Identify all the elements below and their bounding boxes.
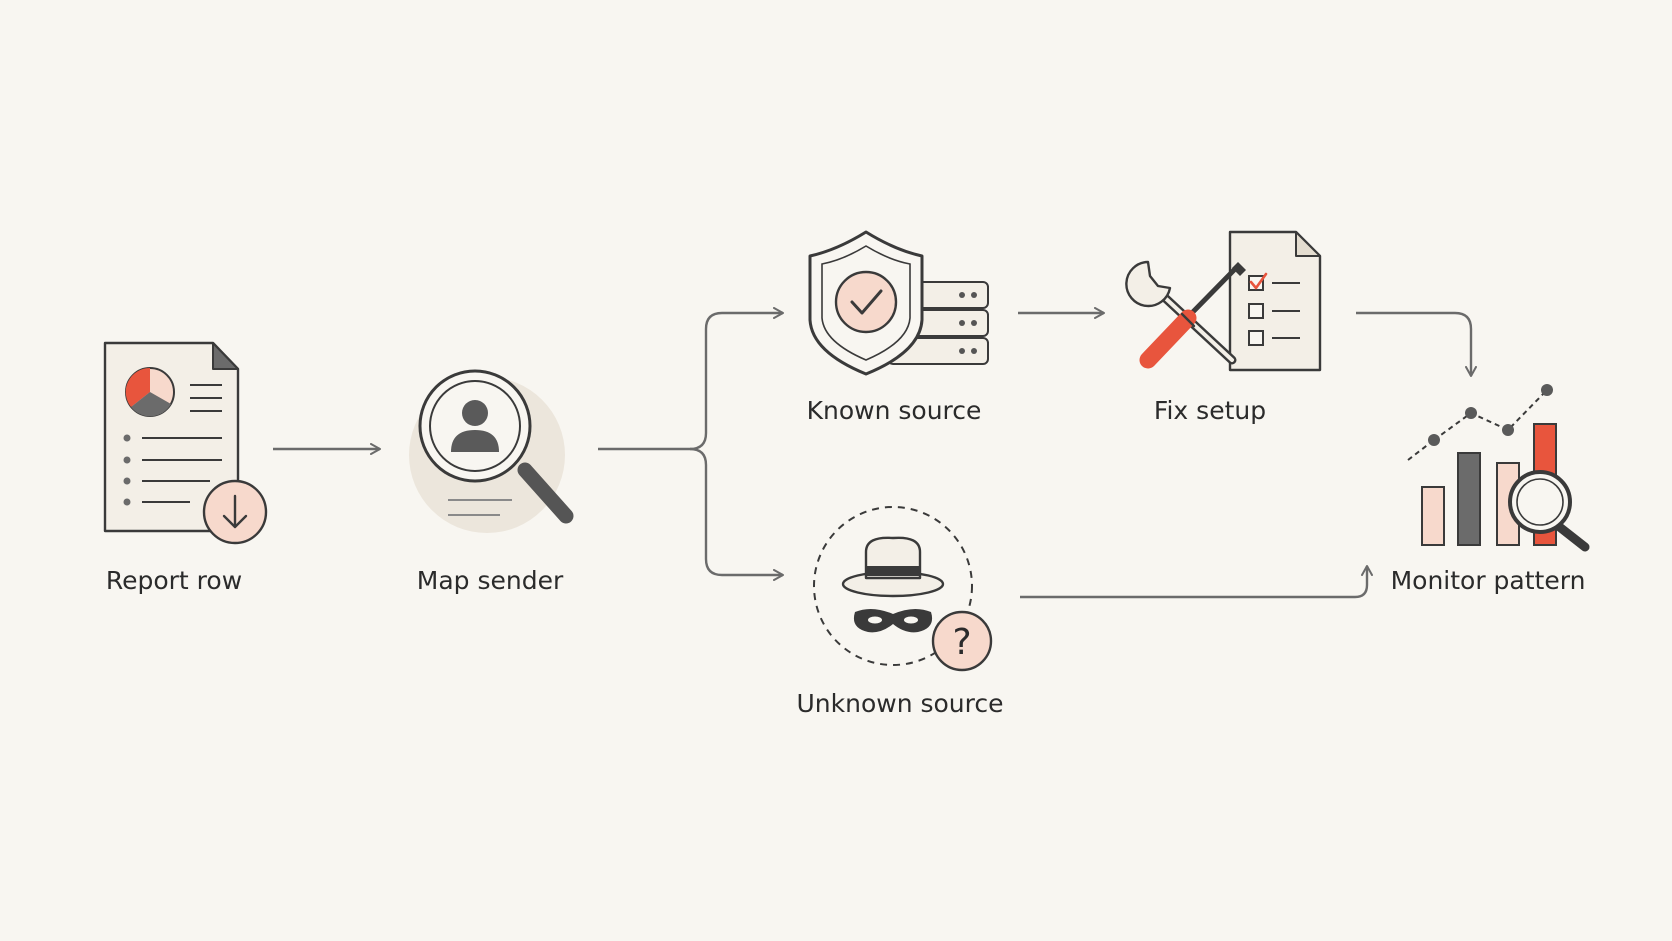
label-map-sender: Map sender	[416, 566, 564, 595]
tools-checklist-icon	[1125, 230, 1322, 372]
shield-check-server-icon	[808, 230, 989, 376]
chart-magnifier-icon	[1407, 384, 1590, 552]
document-pie-download-icon	[103, 341, 268, 545]
question-badge-text: ?	[952, 622, 971, 663]
connector-map-branch	[598, 307, 784, 581]
hat-mask-question-icon: ?	[813, 506, 993, 672]
label-report-row: Report row	[105, 566, 243, 595]
connector-fix-to-monitor	[1356, 311, 1477, 377]
label-known-source: Known source	[806, 396, 982, 425]
label-unknown-source: Unknown source	[796, 689, 1004, 718]
magnifier-user-icon	[409, 369, 574, 533]
label-monitor-pattern: Monitor pattern	[1390, 566, 1586, 595]
connector-unknown-to-monitor	[1020, 565, 1373, 599]
label-fix-setup: Fix setup	[1153, 396, 1267, 425]
